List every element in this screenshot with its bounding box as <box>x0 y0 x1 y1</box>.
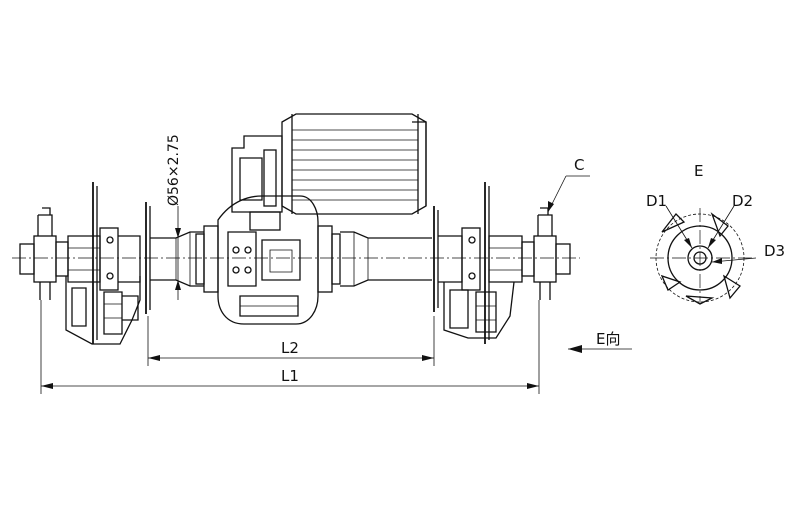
l1-dimension: L1 <box>40 300 540 394</box>
shaft-diameter-dimension: Ø56×2.75 <box>166 134 182 300</box>
shaft-diameter-label: Ø56×2.75 <box>166 134 182 206</box>
left-brake-drum <box>65 182 151 345</box>
c-callout: C <box>547 156 590 213</box>
left-wheel-hub <box>19 207 101 300</box>
drive-motor <box>231 113 427 231</box>
c-label: C <box>574 156 584 174</box>
right-brake-drum <box>433 182 515 344</box>
e-direction-indicator: E向 <box>568 330 632 353</box>
l1-label: L1 <box>281 367 299 385</box>
differential-housing <box>195 195 341 325</box>
d2-label: D2 <box>732 192 753 210</box>
l2-label: L2 <box>281 339 299 357</box>
end-view-e: E D1 D2 D3 <box>646 162 785 305</box>
d3-label: D3 <box>764 242 785 260</box>
view-e-label: E <box>694 162 703 180</box>
right-wheel-hub <box>488 207 571 300</box>
e-direction-label: E向 <box>596 330 620 348</box>
left-axle-tube <box>150 231 204 287</box>
l2-dimension: L2 <box>147 316 435 366</box>
right-axle-tube <box>340 231 432 287</box>
d1-label: D1 <box>646 192 667 210</box>
